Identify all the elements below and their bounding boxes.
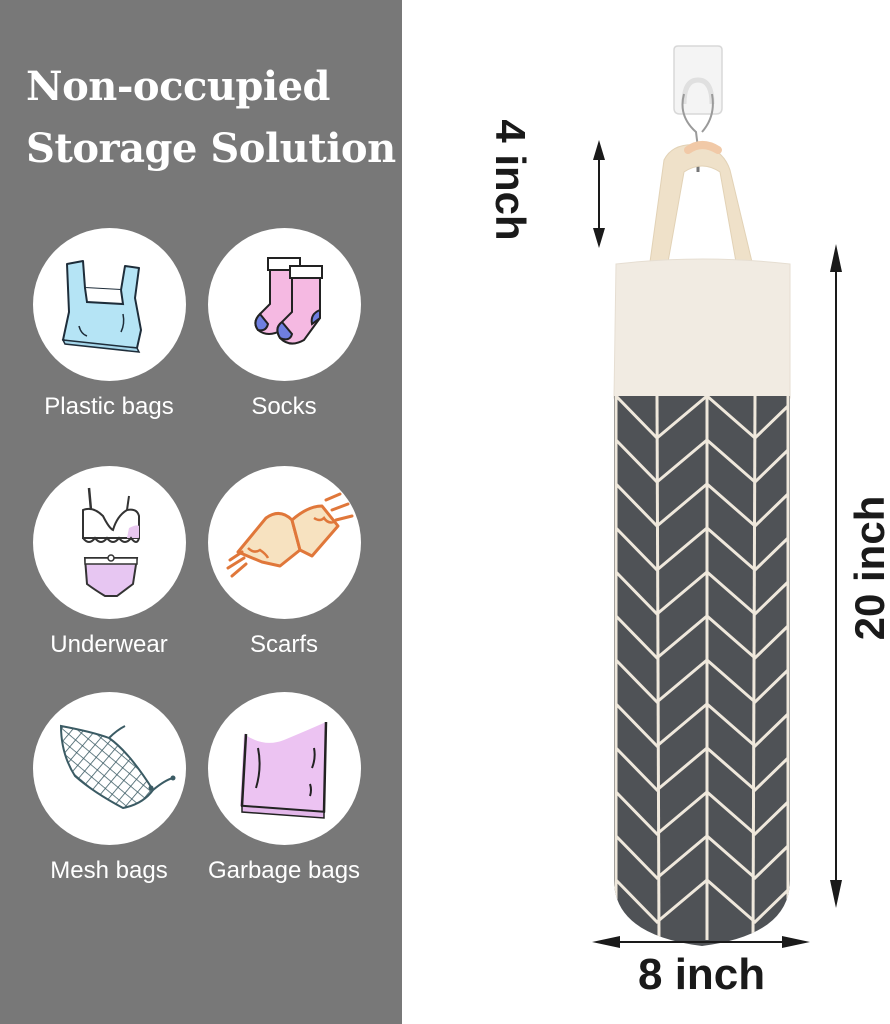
garbage-bag-icon — [239, 721, 327, 819]
bag-holder-illustration — [592, 45, 842, 948]
dimension-arrows — [592, 140, 842, 948]
item-underwear: Underwear — [14, 466, 204, 659]
product-dimensions: 4 inch 20 inch 8 inch — [402, 0, 890, 1024]
item-label: Socks — [251, 393, 317, 420]
headline-line-2: Storage Solution — [26, 125, 396, 172]
item-label: Scarfs — [249, 631, 318, 658]
width-dimension-label: 8 inch — [638, 950, 766, 999]
item-label: Mesh bags — [50, 857, 168, 884]
item-plastic-bags: Plastic bags — [14, 228, 204, 421]
adhesive-hook-icon — [673, 45, 723, 172]
mesh-bag-icon — [59, 724, 175, 810]
item-label: Underwear — [50, 631, 168, 658]
item-scarfs: Scarfs — [189, 466, 379, 659]
item-label: Garbage bags — [207, 857, 361, 884]
item-label: Plastic bags — [44, 393, 174, 420]
headline-line-1: Non-occupied — [26, 63, 330, 110]
plastic-bag-icon — [61, 260, 142, 353]
item-garbage-bags: Garbage bags — [189, 692, 379, 885]
underwear-icon — [81, 487, 140, 597]
handle-dimension-label: 4 inch — [487, 119, 534, 241]
socks-icon — [253, 257, 323, 345]
item-mesh-bags: Mesh bags — [14, 692, 204, 885]
item-socks: Socks — [189, 228, 379, 421]
headline: Non-occupied Storage Solution — [26, 56, 396, 180]
height-dimension-label: 20 inch — [846, 495, 890, 641]
features-panel: Non-occupied Storage Solution Plastic ba… — [0, 0, 402, 1024]
scarf-icon — [226, 492, 353, 578]
